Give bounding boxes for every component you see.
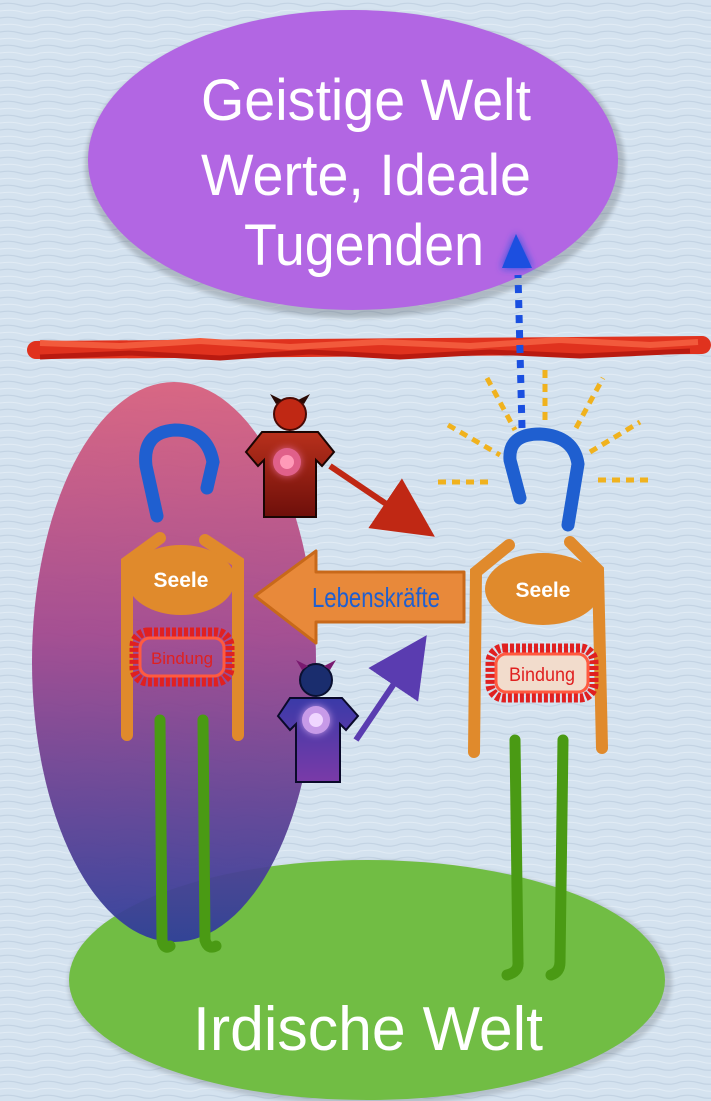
life-forces-label: Lebenskräfte — [312, 582, 440, 613]
earthly-world-title: Irdische Welt — [193, 995, 543, 1064]
right-figure-soul-label: Seele — [516, 579, 571, 602]
purple-demon-head — [300, 664, 332, 696]
left-figure-bond-label: Bindung — [151, 649, 213, 668]
right-figure-bond: Bindung — [490, 648, 594, 698]
red-demon-head — [274, 398, 306, 430]
left-figure-soul-label: Seele — [154, 569, 209, 592]
spiritual-world-values: Werte, Ideale — [201, 143, 531, 208]
barrier-line — [36, 340, 702, 358]
spiritual-world-title: Geistige Welt — [201, 68, 531, 133]
spiritual-world: Geistige Welt Werte, Ideale Tugenden — [85, 10, 625, 318]
right-figure-bond-label: Bindung — [509, 665, 575, 686]
spiritual-world-virtues: Tugenden — [244, 213, 484, 278]
